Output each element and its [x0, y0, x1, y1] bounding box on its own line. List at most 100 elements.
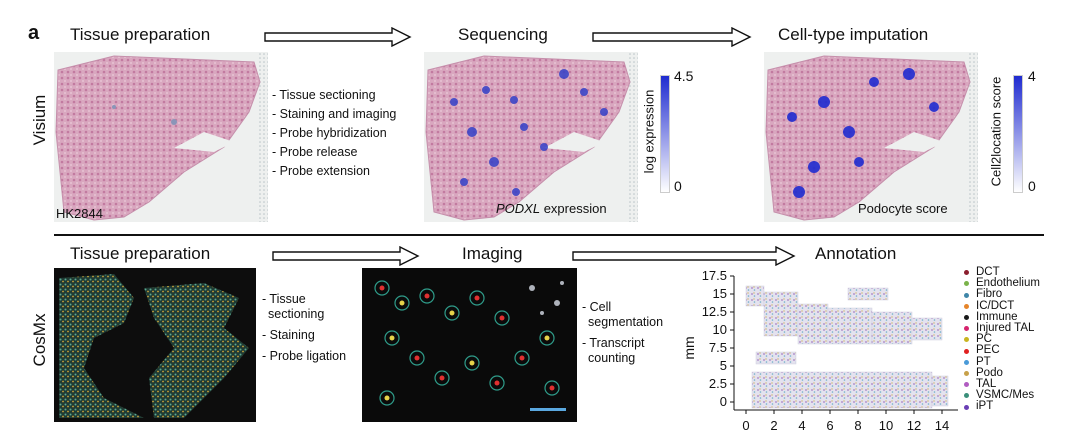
legend-item: Immune: [964, 310, 1040, 323]
cosmx-prep-step: - Probe ligation: [262, 349, 347, 363]
legend-label: Podo: [976, 366, 1003, 379]
y-tick-label: 5: [720, 358, 727, 373]
legend-item: iPT: [964, 401, 1040, 412]
legend-label: Fibro: [976, 288, 1003, 301]
legend-item: DCT: [964, 266, 1040, 278]
cosmx-imaging-step: - Transcript: [582, 336, 645, 350]
legend-label: Injured TAL: [976, 322, 1035, 335]
arrow-right-icon: [592, 27, 752, 47]
colorbar-min: 0: [1028, 178, 1036, 194]
legend-label: PEC: [976, 344, 1000, 357]
legend-item: PT: [964, 355, 1040, 368]
legend-label: Endothelium: [976, 277, 1040, 290]
visium-sequencing-image: [424, 52, 638, 222]
legend-swatch: [964, 382, 969, 388]
legend-swatch: [964, 314, 969, 320]
x-tick-label: 4: [798, 418, 805, 433]
legend-label: TAL: [976, 378, 997, 391]
cosmx-prep-step: sectioning: [268, 307, 325, 321]
x-tick-label: 8: [854, 418, 861, 433]
visium-prep-step: - Staining and imaging: [272, 107, 397, 121]
legend-swatch: [964, 359, 969, 365]
legend-swatch: [964, 337, 969, 343]
colorbar-max: 4: [1028, 68, 1036, 84]
x-tick-label: 10: [879, 418, 893, 433]
visium-imputation-image: [764, 52, 978, 222]
caption-rest: expression: [540, 201, 607, 216]
legend-label: iPT: [976, 400, 994, 413]
legend-swatch: [964, 404, 969, 410]
visium-prep-step: - Probe release: [272, 145, 358, 159]
y-axis-label: mm: [681, 336, 697, 359]
cosmx-imaging-image: [362, 268, 577, 422]
legend-swatch: [964, 270, 969, 276]
legend-item: PEC: [964, 345, 1040, 356]
legend-swatch: [964, 348, 969, 354]
legend-swatch: [964, 303, 969, 309]
visium-row-label: Visium: [30, 94, 49, 146]
x-tick-label: 2: [770, 418, 777, 433]
panel-letter: a: [28, 22, 40, 44]
legend-item: VSMC/Mes: [964, 389, 1040, 402]
y-tick-label: 7.5: [709, 340, 727, 355]
visium-prep-steps: - Tissue sectioning - Staining and imagi…: [272, 86, 396, 181]
legend-label: DCT: [976, 266, 1000, 278]
visium-sample-label: HK2844: [56, 206, 103, 221]
colorbar-min: 0: [674, 178, 682, 194]
arrow-right-icon: [264, 27, 412, 47]
visium-prep-step: - Probe hybridization: [272, 126, 387, 140]
legend-label: PT: [976, 355, 991, 368]
legend-item: Podo: [964, 366, 1040, 379]
legend-item: Fibro: [964, 289, 1040, 300]
y-tick-label: 10: [713, 322, 727, 337]
cosmx-imaging-steps: - Cell segmentation - Transcript countin…: [582, 300, 663, 366]
legend-item: PC: [964, 333, 1040, 346]
gene-name: PODXL: [496, 201, 541, 216]
cosmx-tissue-image: [54, 268, 256, 422]
legend-label: PC: [976, 333, 992, 346]
y-tick-label: 2.5: [709, 376, 727, 391]
cosmx-imaging-step: - Cell: [582, 300, 612, 314]
cosmx-title-prep: Tissue preparation: [70, 244, 211, 263]
cosmx-imaging-step: counting: [588, 351, 636, 365]
legend-item: Endothelium: [964, 277, 1040, 290]
x-tick-label: 12: [907, 418, 921, 433]
legend-swatch: [964, 370, 969, 376]
legend-swatch: [964, 292, 969, 298]
colorbar: [660, 75, 670, 193]
arrow-right-icon: [572, 246, 796, 266]
y-tick-label: 0: [720, 394, 727, 409]
legend-label: Immune: [976, 310, 1018, 323]
x-tick-label: 0: [742, 418, 749, 433]
cosmx-imaging-step: segmentation: [588, 315, 664, 329]
cosmx-prep-step: - Tissue: [262, 292, 306, 306]
visium-seq-caption: PODXL expression: [496, 201, 607, 216]
x-tick-label: 6: [826, 418, 833, 433]
cosmx-title-imaging: Imaging: [462, 244, 523, 263]
cosmx-row-label: CosMx: [30, 313, 49, 367]
legend-label: VSMC/Mes: [976, 389, 1035, 402]
visium-tissue-image: [54, 52, 268, 222]
visium-prep-step: - Tissue sectioning: [272, 88, 376, 102]
legend-item: IC/DCT: [964, 300, 1040, 312]
annotation-legend: DCT Endothelium Fibro IC/DCT Immune Inju…: [964, 266, 1040, 413]
visium-title-imp: Cell-type imputation: [778, 25, 929, 44]
legend-swatch: [964, 326, 969, 332]
visium-prep-step: - Probe extension: [272, 164, 370, 178]
arrow-right-icon: [272, 246, 420, 266]
colorbar: [1013, 75, 1023, 193]
colorbar-label: Cell2location score: [988, 76, 1004, 187]
legend-item: TAL: [964, 378, 1040, 391]
y-tick-label: 15: [713, 286, 727, 301]
legend-swatch: [964, 281, 969, 287]
row-divider: [54, 234, 1044, 236]
colorbar-label: log expression: [641, 89, 657, 174]
legend-item: Injured TAL: [964, 322, 1040, 335]
annotation-plot: 17.5 15 12.5 10 7.5 5 2.5 0 0 2 4 6 8 10…: [660, 268, 960, 442]
cosmx-prep-step: - Staining: [262, 328, 315, 342]
legend-swatch: [964, 393, 969, 399]
y-tick-label: 17.5: [702, 268, 727, 283]
cosmx-prep-steps: - Tissue sectioning - Staining - Probe l…: [262, 292, 346, 364]
y-tick-label: 12.5: [702, 304, 727, 319]
colorbar-max: 4.5: [674, 68, 694, 84]
